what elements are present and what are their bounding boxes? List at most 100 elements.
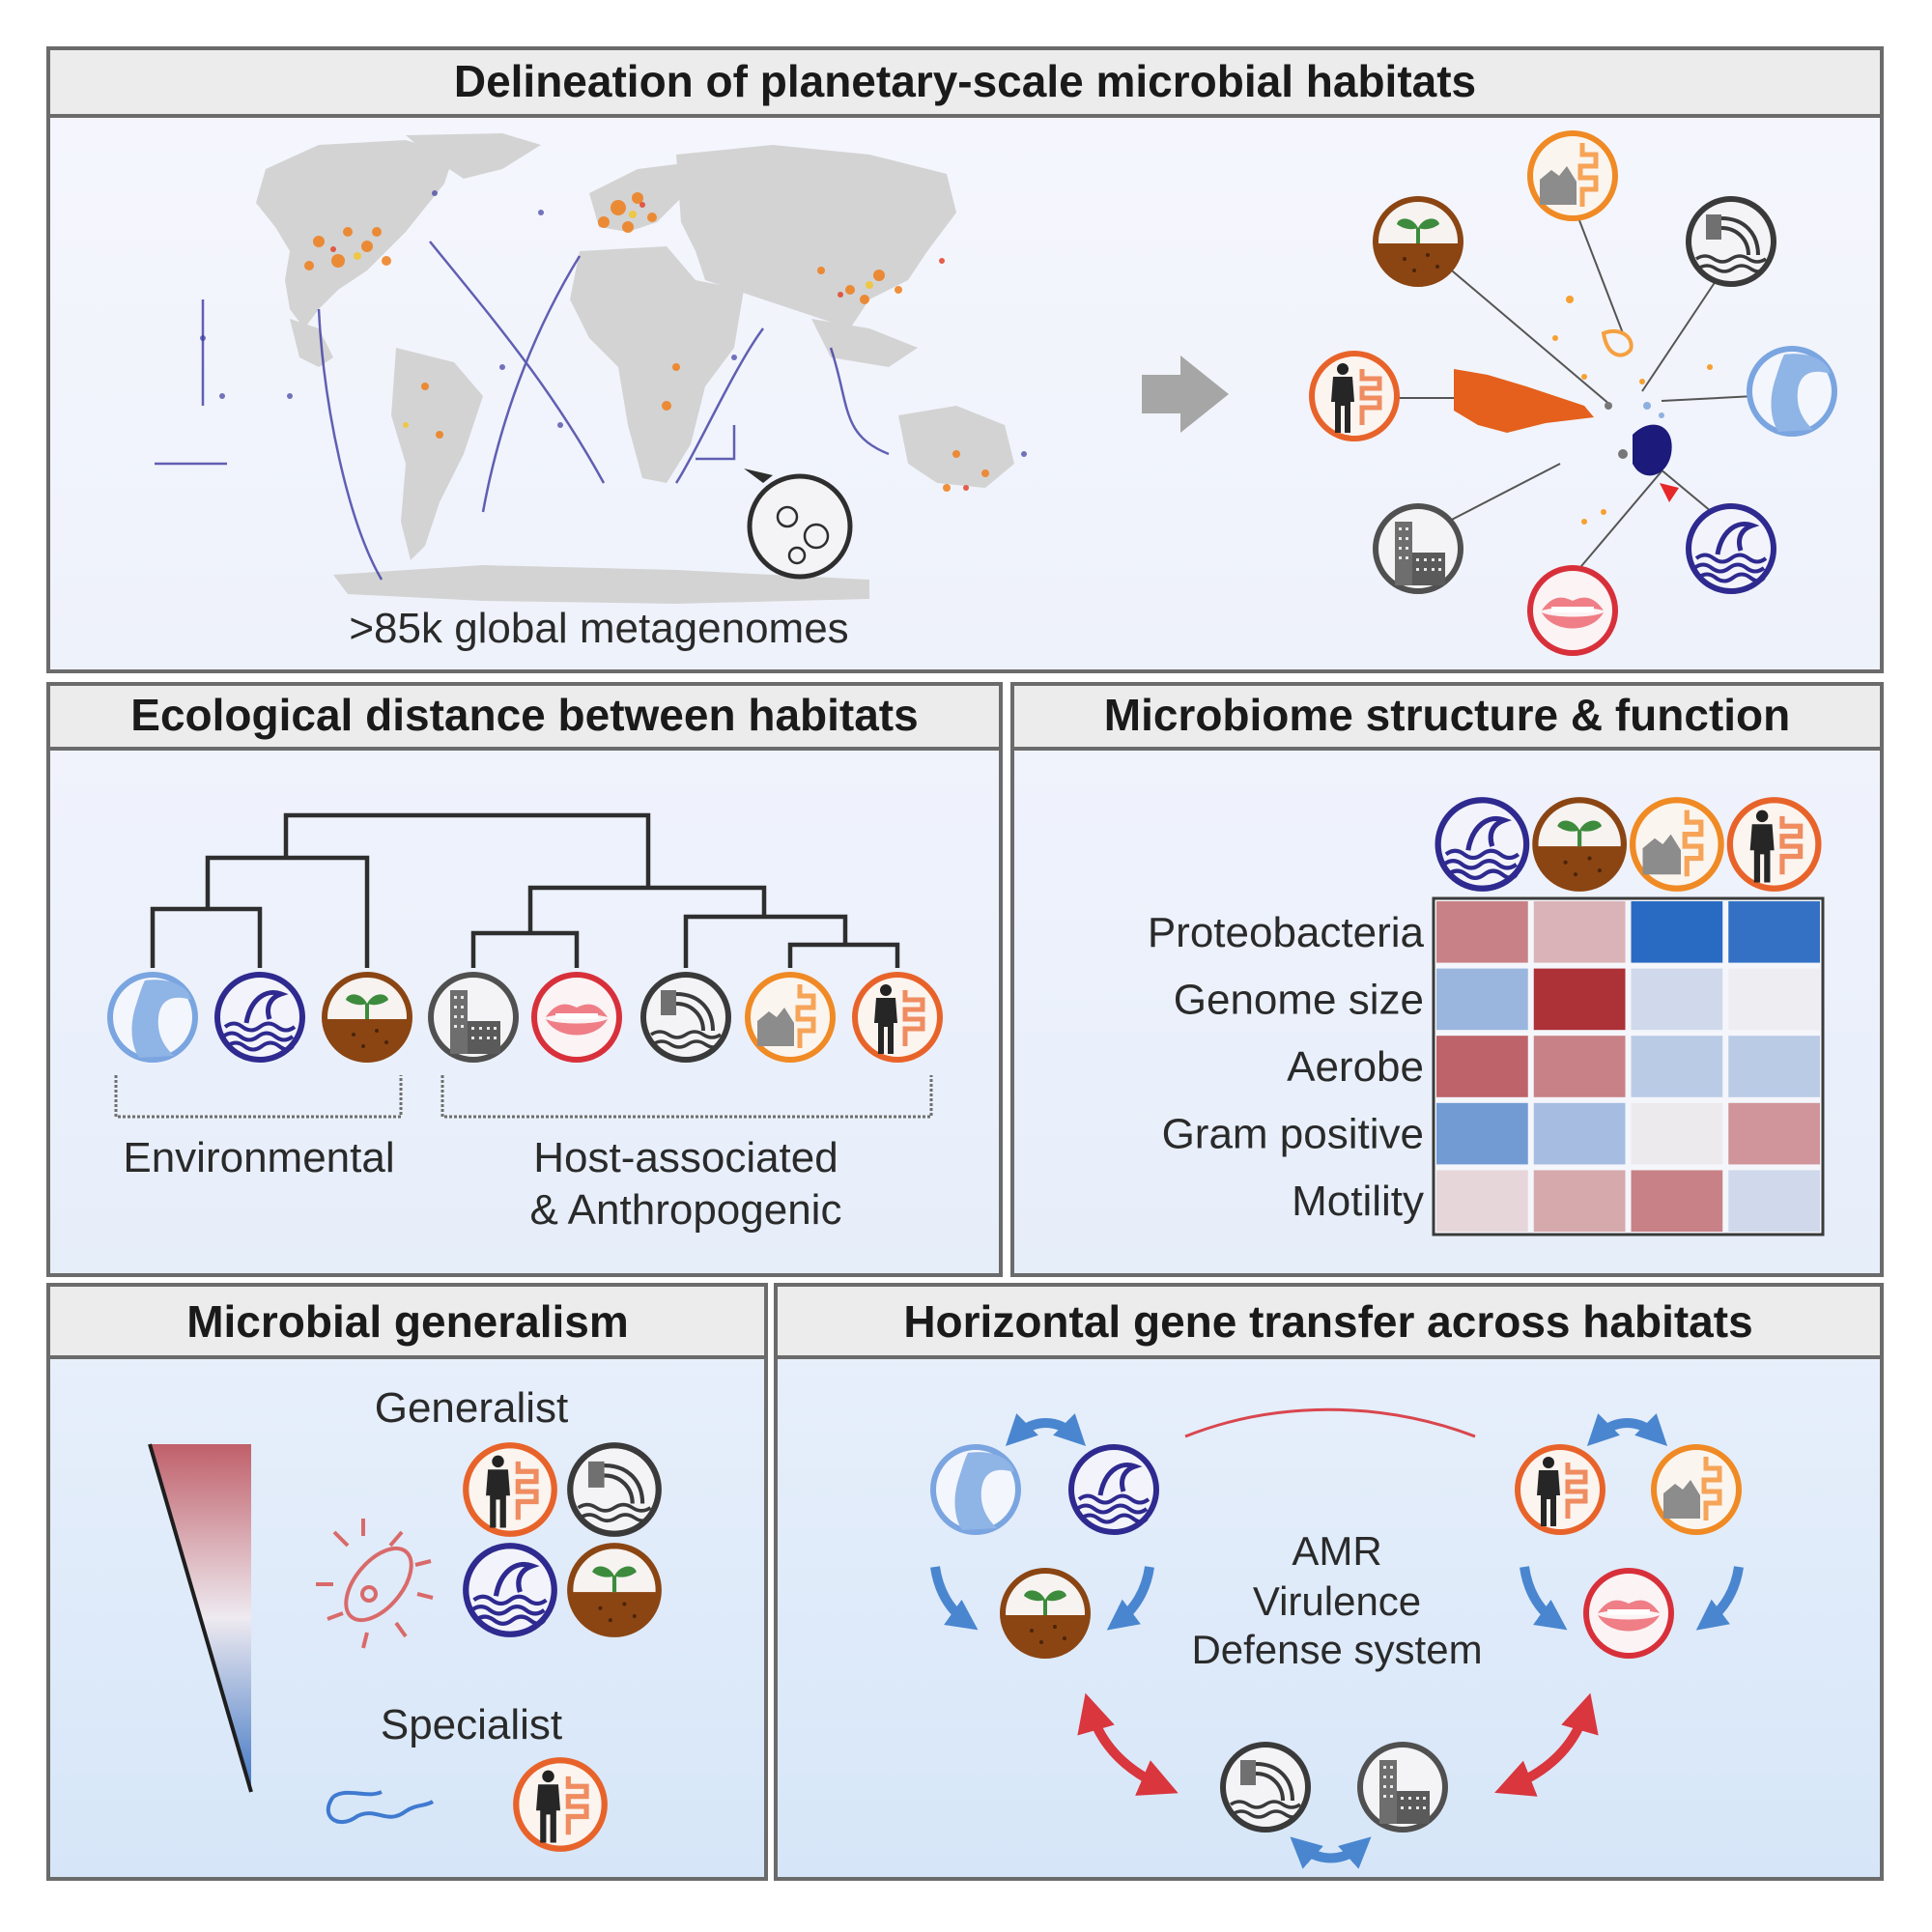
soil-plant-icon	[570, 1546, 659, 1636]
soil-plant-icon	[1535, 800, 1624, 891]
hgt-category-amr: AMR	[1292, 1528, 1381, 1574]
heatmap-cell	[1436, 1102, 1528, 1165]
freshwater-icon	[110, 975, 195, 1060]
panel-generalism: Microbial generalism Generalist Speciali…	[46, 1283, 768, 1881]
human-oral-icon	[534, 975, 619, 1060]
group-label-host-line1: Host-associated	[533, 1134, 838, 1181]
heatmap-cell	[1728, 968, 1820, 1031]
panel-frame	[46, 1283, 768, 1881]
animal-gut-icon	[748, 975, 833, 1060]
marine-wave-icon	[1438, 800, 1527, 889]
human-gut-icon	[516, 1760, 605, 1849]
wastewater-icon	[643, 975, 728, 1060]
freshwater-icon	[933, 1447, 1018, 1532]
human-gut-icon	[1518, 1447, 1603, 1532]
heatmap-cell	[1631, 968, 1723, 1031]
dendrogram-gut	[787, 942, 900, 968]
intra-transfer-arrow	[1586, 1413, 1668, 1447]
built-environment-icon	[431, 975, 516, 1060]
group-label-environmental: Environmental	[123, 1134, 394, 1181]
panel-frame	[46, 682, 1003, 1277]
marine-wave-icon	[466, 1546, 554, 1634]
panel-ecological-distance: Ecological distance between habitats Env…	[46, 682, 1003, 1277]
heatmap-row-label: Proteobacteria	[1148, 909, 1425, 956]
panel-title: Horizontal gene transfer across habitats	[903, 1296, 1752, 1347]
panel-hgt: Horizontal gene transfer across habitats…	[774, 1283, 1884, 1881]
generalist-label: Generalist	[375, 1384, 569, 1432]
heatmap-cell	[1728, 901, 1820, 963]
marine-wave-icon	[1071, 1447, 1156, 1532]
animal-gut-icon	[1633, 800, 1721, 889]
panel-frame	[46, 46, 1884, 673]
hgt-category-defense: Defense system	[1191, 1627, 1482, 1672]
heatmap-row-label: Gram positive	[1162, 1111, 1424, 1158]
heatmap-cell	[1533, 1170, 1626, 1232]
panel-title: Microbiome structure & function	[1104, 690, 1790, 740]
sample-points	[155, 190, 1027, 581]
intra-transfer-arrow	[1005, 1413, 1087, 1447]
dendrogram-environmental	[205, 855, 370, 968]
heatmap-cell	[1533, 901, 1626, 963]
host-bracket	[440, 1075, 933, 1119]
heatmap-row-label: Aerobe	[1287, 1043, 1424, 1091]
intra-transfer-arrow	[1106, 1566, 1154, 1631]
network-point-cloud	[1454, 296, 1713, 525]
bacterium-generalist-icon	[316, 1519, 434, 1649]
panel-structure-function: Microbiome structure & function Proteoba…	[1010, 682, 1884, 1277]
soil-plant-icon	[1376, 199, 1461, 286]
panel-header	[1010, 682, 1884, 751]
soil-plant-icon	[325, 975, 410, 1062]
hgt-category-virulence: Virulence	[1253, 1578, 1421, 1624]
dendrogram-root	[283, 812, 651, 888]
specialist-label: Specialist	[381, 1701, 562, 1748]
bacterium-specialist-icon	[326, 1790, 435, 1824]
panel-header	[774, 1283, 1884, 1359]
panel-header	[46, 1283, 768, 1359]
heatmap-row-label: Motility	[1292, 1178, 1424, 1225]
panel-title: Delineation of planetary-scale microbial…	[454, 56, 1476, 106]
intra-transfer-arrow	[1290, 1836, 1372, 1869]
inter-transfer-arc	[1184, 1407, 1476, 1438]
panel-habitat-delineation: Delineation of planetary-scale microbial…	[46, 46, 1884, 673]
heatmap-cell	[1728, 1170, 1820, 1232]
group-label-host-line2: & Anthropogenic	[530, 1186, 842, 1234]
panel-frame	[774, 1283, 1884, 1881]
dendrogram-built-oral	[470, 930, 580, 968]
environmental-bracket	[114, 1075, 403, 1119]
habitat-network	[1312, 133, 1834, 653]
heatmap-cell	[1436, 968, 1528, 1031]
heatmap-cell	[1728, 1102, 1820, 1165]
heatmap-cell	[1728, 1036, 1820, 1097]
heatmap-cell	[1631, 1102, 1723, 1165]
heatmap-cell	[1533, 968, 1626, 1031]
intra-transfer-arrow	[930, 1566, 979, 1631]
inter-transfer-arrow	[1077, 1692, 1179, 1796]
intra-transfer-arrow	[1695, 1566, 1744, 1631]
heatmap-row-label: Genome size	[1174, 976, 1424, 1023]
human-gut-icon	[855, 975, 940, 1060]
map-caption: >85k global metagenomes	[349, 605, 848, 652]
dendrogram-host	[527, 885, 767, 933]
panel-frame	[1010, 682, 1884, 1277]
animal-gut-icon	[1654, 1447, 1739, 1532]
human-oral-icon	[1530, 568, 1615, 653]
heatmap-frame	[1432, 896, 1825, 1236]
inter-transfer-arrow	[1494, 1692, 1599, 1797]
freshwater-icon	[1749, 349, 1834, 434]
human-oral-icon	[1586, 1571, 1671, 1656]
world-map: >85k global metagenomes	[155, 133, 1027, 652]
panel-body	[48, 749, 1001, 1275]
panel-body	[48, 1357, 766, 1879]
heatmap-cell	[1436, 1170, 1528, 1232]
heatmap-cell	[1533, 1036, 1626, 1097]
globe-microbe-icon	[744, 469, 853, 580]
heatmap-cell	[1436, 901, 1528, 963]
built-environment-icon	[1376, 506, 1461, 591]
wastewater-icon	[1223, 1745, 1308, 1830]
panel-title: Microbial generalism	[186, 1296, 629, 1347]
animal-gut-icon	[1530, 133, 1615, 218]
marine-wave-icon	[1689, 506, 1774, 591]
panel-header	[46, 46, 1884, 118]
